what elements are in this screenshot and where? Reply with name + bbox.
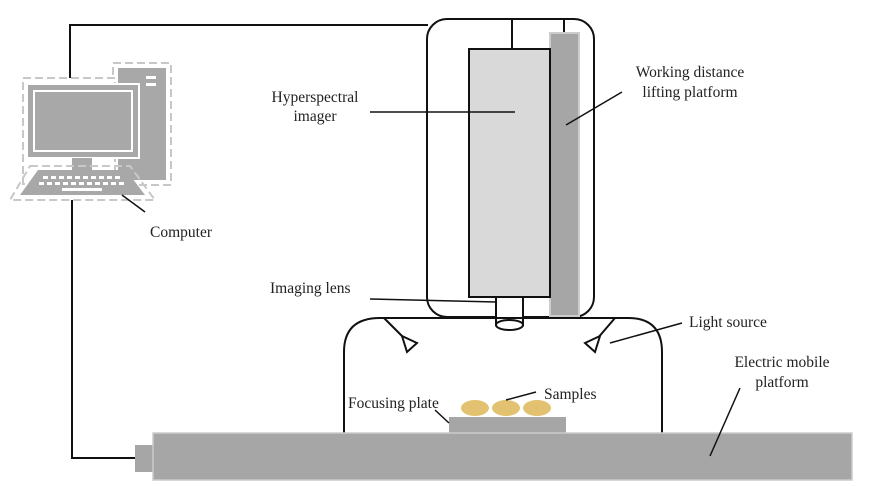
samples-label: Samples [544, 386, 597, 403]
hyperspectral-imager-label-line2: imager [293, 108, 337, 125]
working-distance-label-line1: Working distance [636, 64, 745, 81]
light-chamber [343, 317, 663, 433]
working-distance-label-line2: lifting platform [642, 84, 737, 101]
wire-computer-to-imager [69, 24, 428, 78]
computer-label: Computer [150, 224, 213, 241]
hyperspectral-imager-label-line1: Hyperspectral [272, 89, 359, 106]
computer-icon [8, 62, 172, 201]
focusing-plate [449, 417, 566, 434]
sample [492, 400, 520, 416]
imaging-lens [495, 296, 524, 331]
focusing-plate-label: Focusing plate [348, 395, 439, 412]
electric-mobile-platform [152, 432, 853, 481]
electric-platform-label-line1: Electric mobile [734, 354, 829, 371]
wire-computer-to-platform [71, 200, 135, 459]
hyperspectral-imager [468, 48, 551, 298]
light-source-label: Light source [689, 314, 767, 331]
sample [461, 400, 489, 416]
platform-connector [135, 445, 154, 472]
electric-platform-label-line2: platform [755, 374, 808, 391]
lifting-platform [549, 32, 580, 317]
computer-leader [121, 194, 146, 213]
imaging-lens-label: Imaging lens [270, 280, 351, 297]
sample [523, 400, 551, 416]
light-source-right-icon [583, 317, 616, 354]
light-source-left-icon [383, 317, 419, 354]
